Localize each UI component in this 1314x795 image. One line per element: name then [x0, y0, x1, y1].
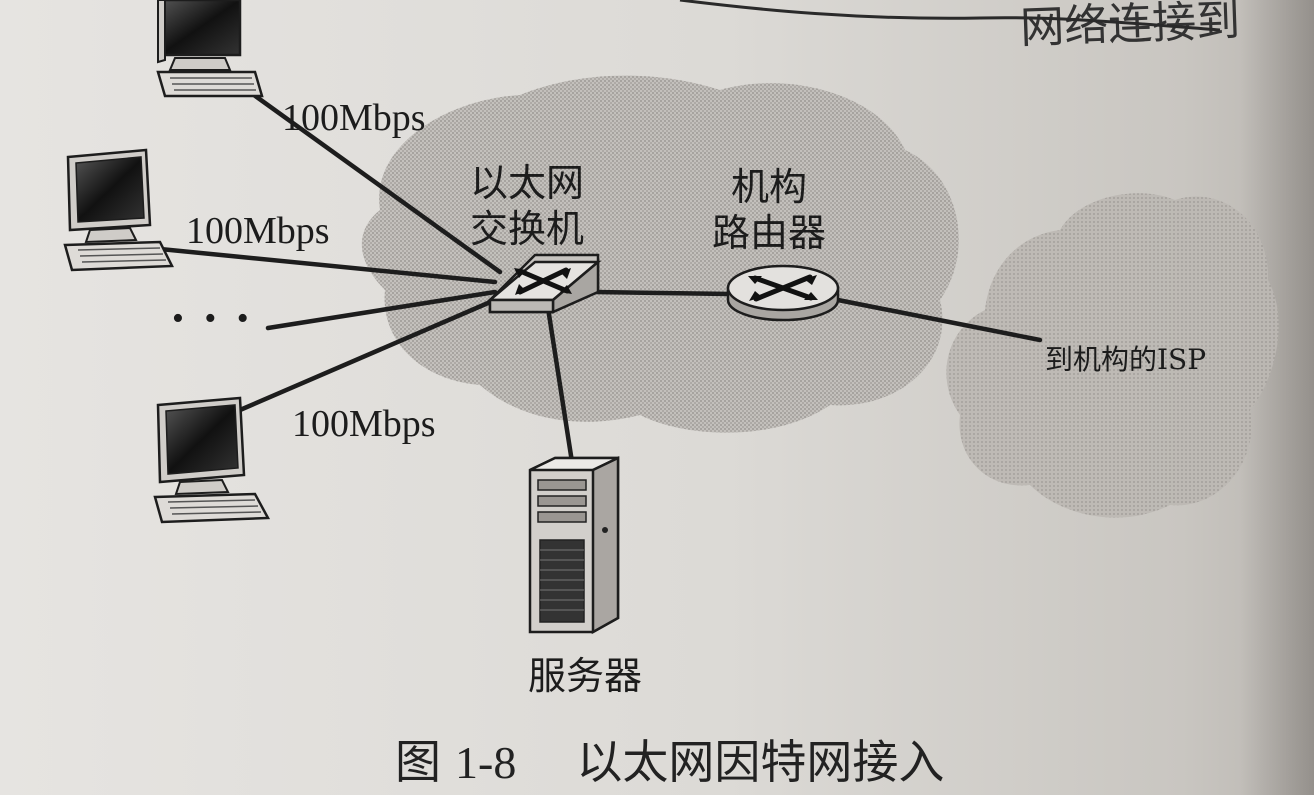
desktop-computer-3-icon	[153, 396, 271, 524]
figure-caption: 图 1-8 以太网因特网接入	[395, 726, 944, 792]
ethernet-switch-label: 以太网 交换机	[470, 161, 585, 251]
link-switch-router	[592, 289, 733, 297]
isp-cloud	[946, 193, 1279, 518]
link-rate-label-2: 100Mbps	[186, 210, 330, 252]
link-switch-server	[545, 305, 575, 465]
caption-title: 以太网因特网接入	[576, 735, 945, 789]
link-pc1-switch	[237, 82, 503, 275]
caption-prefix: 图	[395, 735, 441, 789]
link-rate-label-1: 100Mbps	[282, 97, 426, 139]
top-divider-line	[679, 0, 1221, 32]
desktop-computer-2-icon	[63, 148, 174, 272]
link-pc3-switch	[237, 297, 498, 413]
desktop-computer-1-icon	[156, 0, 264, 98]
router-icon	[726, 264, 840, 322]
link-pc2-switch	[147, 245, 498, 285]
isp-label: 到机构的ISP	[1045, 343, 1207, 376]
link-router-isp	[835, 297, 1043, 343]
server-icon	[528, 456, 620, 635]
link-ellipsis-switch	[265, 289, 498, 331]
more-computers-ellipsis: • • •	[172, 300, 255, 337]
link-rate-label-3: 100Mbps	[292, 403, 436, 445]
caption-number: 1-8	[455, 737, 517, 788]
router-label: 机构 路由器	[712, 165, 827, 255]
network-links	[147, 82, 1043, 465]
server-label: 服务器	[528, 654, 643, 698]
institution-network-cloud	[361, 75, 959, 433]
ethernet-switch-icon	[486, 253, 602, 314]
